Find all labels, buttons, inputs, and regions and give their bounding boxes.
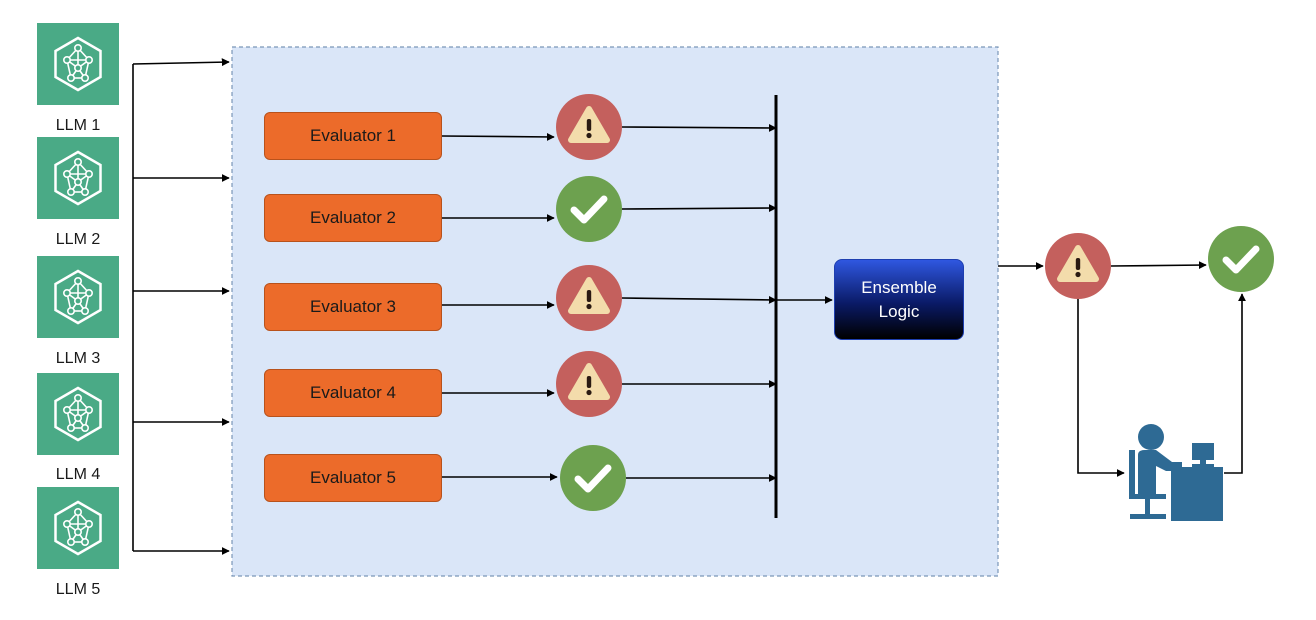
human-reviewer-icon xyxy=(1129,424,1223,521)
evaluator-arrows xyxy=(441,132,558,481)
evaluator-5-box: Evaluator 5 xyxy=(264,454,442,502)
result-5-check xyxy=(560,445,626,511)
output-warning xyxy=(1045,233,1111,299)
output-connectors xyxy=(998,261,1246,477)
result-1-warning xyxy=(556,94,622,160)
llm-tile-5 xyxy=(37,487,119,569)
ensemble-label-line1: Ensemble xyxy=(861,277,937,297)
result-arrows xyxy=(621,123,777,482)
ensemble-logic-box: Ensemble Logic xyxy=(834,259,964,340)
llm-connectors xyxy=(132,58,230,555)
ensemble-label-line2: Logic xyxy=(878,301,920,321)
llm-label-1: LLM 1 xyxy=(55,117,101,134)
llm-tile-2 xyxy=(37,137,119,219)
llm-label-5: LLM 5 xyxy=(55,581,101,598)
llm-label-3: LLM 3 xyxy=(55,350,101,367)
output-final-check xyxy=(1208,226,1274,292)
evaluator-1-box: Evaluator 1 xyxy=(264,112,442,160)
evaluator-2-box: Evaluator 2 xyxy=(264,194,442,242)
llm-tile-1 xyxy=(37,23,119,105)
evaluator-4-box: Evaluator 4 xyxy=(264,369,442,417)
result-4-warning xyxy=(556,351,622,417)
evaluator-3-box: Evaluator 3 xyxy=(264,283,442,331)
result-3-warning xyxy=(556,265,622,331)
llm-tile-4 xyxy=(37,373,119,455)
result-2-check xyxy=(556,176,622,242)
llm-label-2: LLM 2 xyxy=(55,231,101,248)
llm-label-4: LLM 4 xyxy=(55,466,101,483)
llm-tile-3 xyxy=(37,256,119,338)
